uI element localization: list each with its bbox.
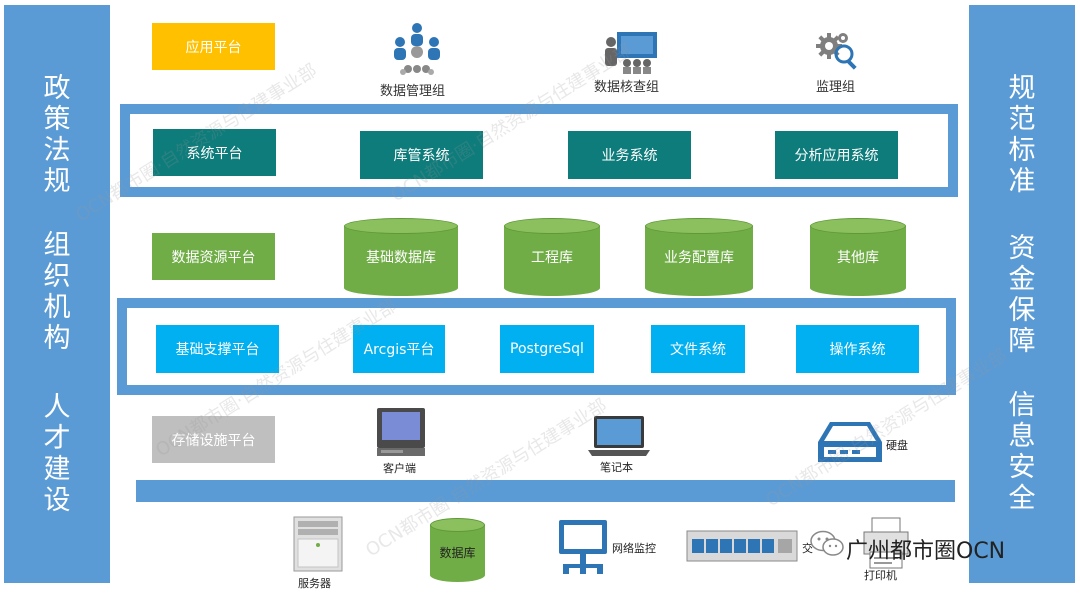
database-cylinder-engineering: 工程库 (504, 218, 600, 296)
database-engineering-label: 工程库 (531, 250, 573, 266)
database-business-config-label: 业务配置库 (664, 250, 734, 266)
system-library-management: 库管系统 (360, 131, 483, 179)
right-panel-security: 信息安全 (969, 390, 1075, 514)
right-panel-standards: 规范标准 (969, 73, 1075, 197)
system-analysis-application: 分析应用系统 (775, 131, 898, 179)
hardware-layer-bar (136, 480, 955, 502)
hardware-database-label: 数据库 (439, 546, 476, 560)
label-funding: 资金保障 (1008, 233, 1036, 357)
label-talent: 人才建设 (43, 392, 71, 516)
left-side-panel: 政策法规 组织机构 人才建设 (4, 5, 110, 583)
gear-search-icon (815, 28, 859, 72)
device-laptop-label: 笔记本 (600, 461, 633, 474)
team-people-icon (389, 22, 445, 76)
left-panel-talent: 人才建设 (4, 392, 110, 516)
hardware-server-label: 服务器 (298, 577, 331, 590)
support-operating-system: 操作系统 (796, 325, 919, 373)
label-policy: 政策法规 (43, 73, 71, 197)
label-standards: 规范标准 (1008, 73, 1036, 197)
right-panel-funding: 资金保障 (969, 233, 1075, 357)
device-hard-disk-label: 硬盘 (886, 439, 908, 452)
group-data-management: 数据管理组 (380, 84, 446, 99)
left-panel-organization: 组织机构 (4, 230, 110, 354)
hardware-database-cylinder: 数据库 (430, 518, 485, 582)
network-monitor-icon (557, 518, 609, 576)
right-side-panel: 规范标准 资金保障 信息安全 (969, 5, 1075, 583)
database-cylinder-other: 其他库 (810, 218, 906, 296)
server-icon (292, 515, 344, 573)
printer-icon (862, 516, 910, 570)
desktop-client-icon (375, 406, 429, 458)
network-switch-icon (686, 530, 798, 562)
hardware-network-monitor-label: 网络监控 (612, 542, 656, 555)
data-resource-platform: 数据资源平台 (152, 233, 275, 280)
support-postgresql: PostgreSql (500, 325, 594, 373)
database-cylinder-business-config: 业务配置库 (645, 218, 753, 296)
hard-disk-icon (816, 420, 884, 464)
label-organization: 组织机构 (43, 230, 71, 354)
device-client-label: 客户端 (383, 462, 416, 475)
hardware-printer-label: 打印机 (864, 569, 897, 582)
support-file-system: 文件系统 (651, 325, 745, 373)
presentation-icon (603, 30, 659, 74)
database-cylinder-basic: 基础数据库 (344, 218, 458, 296)
hardware-switch-label: 交 (802, 542, 813, 555)
group-supervision: 监理组 (816, 80, 856, 95)
system-business: 业务系统 (568, 131, 691, 179)
wechat-icon (810, 530, 844, 558)
application-platform: 应用平台 (152, 23, 275, 70)
left-panel-policy: 政策法规 (4, 73, 110, 197)
support-arcgis: Arcgis平台 (353, 325, 445, 373)
laptop-icon (586, 414, 652, 458)
system-platform: 系统平台 (153, 129, 276, 176)
database-basic-label: 基础数据库 (366, 250, 436, 266)
support-platform: 基础支撑平台 (156, 325, 279, 373)
storage-platform: 存储设施平台 (152, 416, 275, 463)
database-other-label: 其他库 (837, 250, 879, 266)
brand-label: 广州都市圈OCN (846, 539, 1006, 564)
label-security: 信息安全 (1008, 390, 1036, 514)
group-data-verification: 数据核查组 (594, 80, 660, 95)
